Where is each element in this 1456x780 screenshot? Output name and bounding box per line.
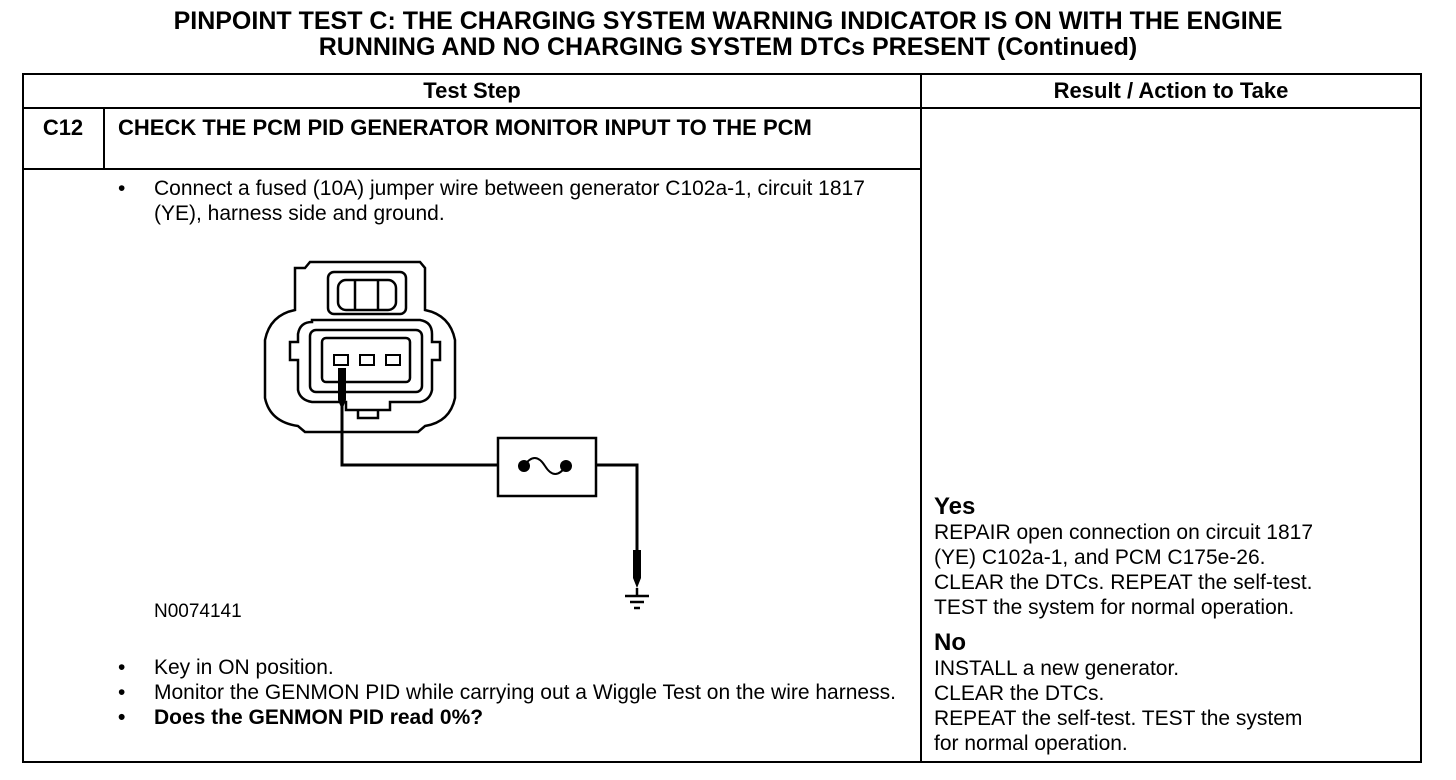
- bullet-text: Connect a fused (10A) jumper wire betwee…: [154, 177, 865, 225]
- result-yes-line: (YE) C102a-1, and PCM C175e-26.: [934, 546, 1266, 569]
- connector-latch: [326, 270, 408, 316]
- bullet-symbol: •: [118, 177, 126, 200]
- bullets-after-figure: • Key in ON position. • Monitor the GENM…: [118, 655, 908, 730]
- result-no-line: INSTALL a new generator.: [934, 657, 1180, 680]
- probe-tip: [338, 368, 346, 410]
- result-no-line: CLEAR the DTCs.: [934, 682, 1105, 705]
- title-line-2: RUNNING AND NO CHARGING SYSTEM DTCs PRES…: [318, 33, 1138, 61]
- header-divider: [22, 107, 1422, 109]
- result-no: No INSTALL a new generator. CLEAR the DT…: [934, 630, 1414, 756]
- result-no-label: No: [934, 629, 966, 656]
- title-line-1: PINPOINT TEST C: THE CHARGING SYSTEM WAR…: [173, 7, 1283, 35]
- figure-code: N0074141: [154, 601, 242, 622]
- pinpoint-test-table: [22, 73, 1422, 763]
- list-item: • Connect a fused (10A) jumper wire betw…: [118, 176, 908, 226]
- pin-cavity-2: [359, 354, 375, 366]
- pin-cavity-3: [385, 354, 401, 366]
- list-item: • Key in ON position.: [118, 655, 908, 680]
- result-yes-line: TEST the system for normal operation.: [934, 596, 1295, 619]
- pin-cavity-1: [333, 354, 349, 366]
- step-title: CHECK THE PCM PID GENERATOR MONITOR INPU…: [118, 115, 812, 140]
- column-divider: [920, 73, 922, 763]
- bullet-symbol: •: [118, 656, 126, 679]
- result-yes: Yes REPAIR open connection on circuit 18…: [934, 494, 1414, 620]
- result-no-line: for normal operation.: [934, 732, 1128, 755]
- bullet-text: Key in ON position.: [154, 656, 334, 679]
- fuse-icon: [496, 436, 598, 498]
- ground-symbol-icon: [625, 588, 649, 610]
- step-id-divider: [103, 107, 105, 170]
- result-yes-label: Yes: [934, 493, 976, 520]
- result-yes-line: REPAIR open connection on circuit 1817: [934, 521, 1314, 544]
- list-item: • Does the GENMON PID read 0%?: [118, 705, 908, 730]
- bullet-text: Does the GENMON PID read 0%?: [154, 706, 484, 729]
- list-item: • Monitor the GENMON PID while carrying …: [118, 680, 908, 705]
- bullet-symbol: •: [118, 706, 126, 729]
- bullets-before-figure: • Connect a fused (10A) jumper wire betw…: [118, 176, 908, 226]
- connector-inner-housing: [288, 318, 442, 412]
- header-test-step: Test Step: [423, 78, 521, 103]
- header-result-action: Result / Action to Take: [1053, 78, 1289, 103]
- bullet-symbol: •: [118, 681, 126, 704]
- connector-outer-shell: [263, 260, 457, 434]
- connector-c102a-icon: [263, 260, 649, 610]
- bullet-text: Monitor the GENMON PID while carrying ou…: [154, 681, 896, 704]
- step-id: C12: [42, 115, 84, 140]
- page-title: PINPOINT TEST C: THE CHARGING SYSTEM WAR…: [0, 8, 1456, 60]
- ground-probe: [633, 550, 641, 588]
- result-no-line: REPEAT the self-test. TEST the system: [934, 707, 1303, 730]
- step-title-divider: [22, 168, 922, 170]
- jumper-wire-to-ground: [596, 463, 639, 552]
- result-yes-line: CLEAR the DTCs. REPEAT the self-test.: [934, 571, 1313, 594]
